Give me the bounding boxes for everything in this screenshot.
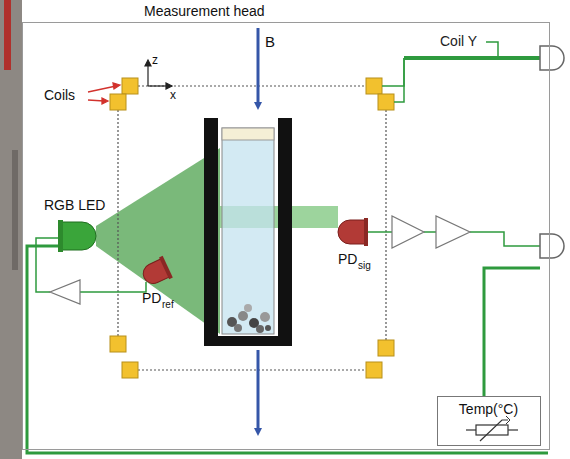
coil-square (110, 78, 394, 378)
axes (145, 60, 172, 89)
measurement-head: Measurement headTemp(°C) (22, 22, 550, 450)
photodiode-symbol (139, 256, 173, 289)
signal-name: PD (142, 291, 161, 305)
cuvette-holder (204, 118, 292, 346)
photo-fragment (4, 0, 11, 70)
photodiode-symbol (338, 220, 366, 244)
field-arrow (257, 350, 260, 432)
led-symbol (58, 220, 63, 252)
thermistor-symbol (466, 416, 518, 441)
connector (540, 46, 564, 258)
part-name: RGB LED (44, 198, 105, 212)
signal-subscript: sig (358, 261, 371, 271)
light-cone (96, 148, 220, 334)
sensor-box: Temp(°C) (437, 396, 541, 446)
part-name: Coils (44, 88, 75, 102)
photo-fragment (12, 150, 18, 270)
photodiode-symbol (364, 218, 368, 246)
photo-fragment (0, 0, 22, 459)
axis-label: x (170, 89, 176, 101)
amplifier (50, 216, 470, 304)
head-ground (22, 22, 550, 450)
signal-subscript: ref (162, 300, 174, 310)
head-title: Measurement head (144, 3, 265, 19)
coil-frame (118, 86, 386, 370)
signal-name: PD (338, 252, 357, 266)
box-label: Temp(°C) (438, 397, 540, 417)
cuvette-cap (222, 128, 274, 140)
led-symbol (62, 222, 96, 250)
coil-pointer (88, 83, 120, 104)
field-label: B (265, 34, 275, 49)
part-name: Coil Y (440, 34, 477, 48)
field-arrow (257, 28, 260, 106)
wire (27, 42, 548, 453)
cuvette (222, 128, 274, 334)
particles (227, 304, 271, 333)
axis-label: z (152, 54, 158, 66)
